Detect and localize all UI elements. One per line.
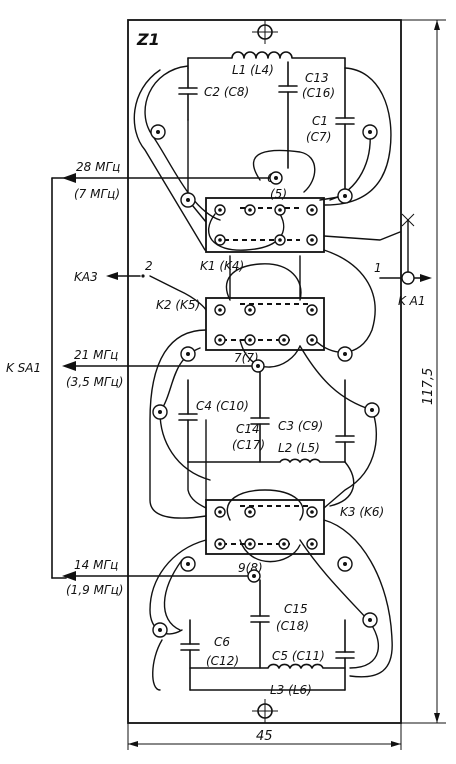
capacitor-c4 <box>178 379 198 463</box>
capacitor-c6-label: C6 <box>214 635 230 649</box>
capacitor-c16-label: (C16) <box>302 86 335 100</box>
capacitor-c3 <box>335 379 355 463</box>
capacitor-c1-label: C1 <box>312 114 328 128</box>
capacitor-c1 <box>335 67 355 197</box>
capacitor-c15-label: C15 <box>284 602 308 616</box>
dimension-width <box>127 723 402 750</box>
relay-k2-label: K2 (K5) <box>156 298 200 312</box>
capacitor-c4-label: C4 (C10) <box>196 399 249 413</box>
board-title: Z1 <box>136 30 160 49</box>
ka1-label: K A1 <box>398 294 426 308</box>
capacitor-c14-label: C14 <box>236 422 260 436</box>
ka3-arrow <box>106 272 145 280</box>
tap-3-alt: (1,9 МГц) <box>66 583 123 597</box>
switch-bus <box>51 177 67 579</box>
ka1-arrow <box>379 213 432 285</box>
relay-k1-label: K1 (K4) <box>200 259 244 273</box>
dimension-height <box>401 19 446 724</box>
dimension-height-label: 117,5 <box>421 368 436 405</box>
wiring-traces <box>133 65 401 691</box>
relay-k2 <box>205 297 325 351</box>
capacitor-c7-label: (C7) <box>306 130 331 144</box>
ka3-label: KA3 <box>74 270 98 284</box>
capacitor-c13 <box>278 61 298 169</box>
capacitor-c13-label: C13 <box>305 71 329 85</box>
capacitor-c5-label: C5 (C11) <box>272 649 325 663</box>
coil-l2-label: L2 (L5) <box>278 441 320 455</box>
pads <box>150 124 380 638</box>
pin-2-label: 2 <box>145 259 153 273</box>
board-outline <box>127 19 402 724</box>
capacitor-c18-label: (C18) <box>276 619 309 633</box>
tap-1-freq: 28 МГц <box>76 160 120 174</box>
capacitor-c14 <box>250 371 270 463</box>
capacitor-c15 <box>250 579 270 669</box>
tap-arrow-3 <box>62 571 251 581</box>
mounting-hole-top <box>252 20 278 44</box>
coil-l1-label: L1 (L4) <box>232 63 274 77</box>
capacitor-c6 <box>180 619 200 691</box>
relay-k3-label: K3 (K6) <box>340 505 384 519</box>
coil-l3 <box>189 663 346 669</box>
capacitor-c12-label: (C12) <box>206 654 239 668</box>
coil-l2 <box>187 458 346 463</box>
capacitor-c3-label: C3 (C9) <box>278 419 323 433</box>
node-5-label: (5) <box>270 187 287 201</box>
capacitor-c2 <box>178 67 198 121</box>
tap-arrow-2 <box>62 361 259 371</box>
capacitor-c5 <box>335 619 355 691</box>
capacitor-c17-label: (C17) <box>232 438 265 452</box>
pin-1-label: 1 <box>374 261 382 275</box>
mounting-hole-bottom <box>252 699 278 723</box>
dimension-width-label: 45 <box>256 729 273 744</box>
ksa1-label: K SA1 <box>6 361 41 375</box>
tap-1-alt: (7 МГц) <box>74 187 120 201</box>
capacitor-c2-label: C2 (C8) <box>204 85 249 99</box>
tap-2-alt: (3,5 МГц) <box>66 375 123 389</box>
relay-k3 <box>205 499 325 555</box>
tap-arrow-1 <box>62 173 273 183</box>
tap-3-freq: 14 МГц <box>74 558 118 572</box>
relay-k1 <box>205 197 325 253</box>
tap-2-freq: 21 МГц <box>74 348 118 362</box>
